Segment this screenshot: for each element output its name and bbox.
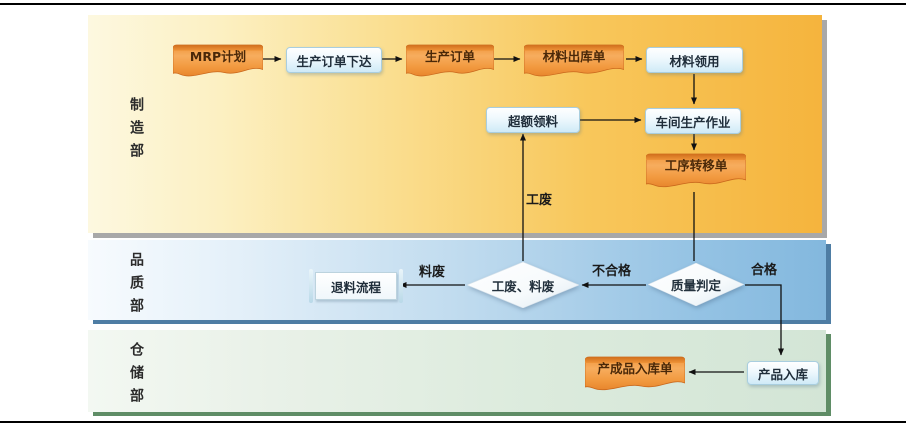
decision-scrap-type-label: 工废、料废 (491, 278, 555, 294)
lane-warehouse (88, 330, 826, 412)
lane-label-warehouse: 仓储部 (128, 342, 144, 411)
decision-quality-judgment: 质量判定 (648, 263, 744, 306)
doc-material-issue-label: 材料出库单 (542, 49, 606, 64)
process-product-storage: 产品入库 (747, 361, 819, 385)
doc-production-order: 生产订单 (406, 44, 494, 80)
edge-label-fail: 不合格 (592, 264, 632, 279)
lane-label-manufacturing: 制造部 (128, 97, 144, 166)
process-workshop-production-label: 车间生产作业 (655, 114, 731, 130)
process-excess-requisition-label: 超额领料 (507, 113, 558, 129)
process-order-release-label: 生产订单下达 (296, 53, 372, 69)
subprocess-return-material-label: 退料流程 (330, 279, 381, 295)
edge-label-pass: 合格 (751, 263, 778, 278)
doc-mrp-plan: MRP计划 (173, 44, 263, 80)
decision-scrap-type: 工废、料废 (467, 262, 579, 308)
doc-production-order-label: 生产订单 (424, 49, 475, 64)
subprocess-return-material: 退料流程 (309, 269, 403, 303)
page-border-bottom (0, 421, 906, 423)
doc-finished-goods-receipt: 产成品入库单 (585, 356, 685, 394)
process-order-release: 生产订单下达 (286, 47, 382, 73)
decision-quality-judgment-label: 质量判定 (670, 278, 721, 293)
lane-label-quality: 品质部 (128, 252, 144, 321)
doc-finished-goods-receipt-label: 产成品入库单 (597, 361, 673, 376)
process-excess-requisition: 超额领料 (486, 107, 580, 133)
edge-label-work-scrap: 工废 (526, 193, 553, 208)
edge-label-material-scrap: 料废 (419, 265, 446, 280)
process-material-requisition: 材料领用 (646, 47, 743, 73)
process-product-storage-label: 产品入库 (757, 366, 808, 382)
doc-process-transfer: 工序转移单 (646, 153, 746, 191)
doc-process-transfer-label: 工序转移单 (664, 158, 728, 173)
doc-material-issue: 材料出库单 (524, 44, 624, 80)
process-material-requisition-label: 材料领用 (669, 53, 720, 69)
process-workshop-production: 车间生产作业 (645, 108, 741, 134)
doc-mrp-plan-label: MRP计划 (189, 49, 247, 64)
page-border-top (0, 3, 906, 5)
